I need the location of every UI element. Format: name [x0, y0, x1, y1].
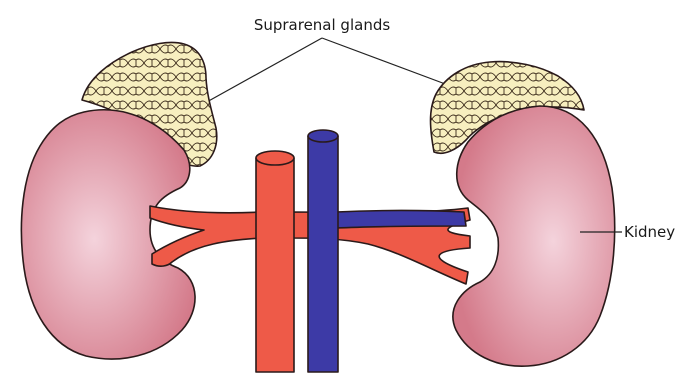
- right-renal-vein: [336, 211, 466, 229]
- left-kidney: [21, 110, 195, 359]
- right-kidney: [453, 106, 615, 366]
- vena-cava: [308, 130, 338, 372]
- suprarenal-glands-label: Suprarenal glands: [254, 16, 391, 34]
- suprarenal-leader-lines: [205, 38, 456, 103]
- kidney-label: Kidney: [624, 223, 675, 241]
- aorta: [256, 151, 294, 372]
